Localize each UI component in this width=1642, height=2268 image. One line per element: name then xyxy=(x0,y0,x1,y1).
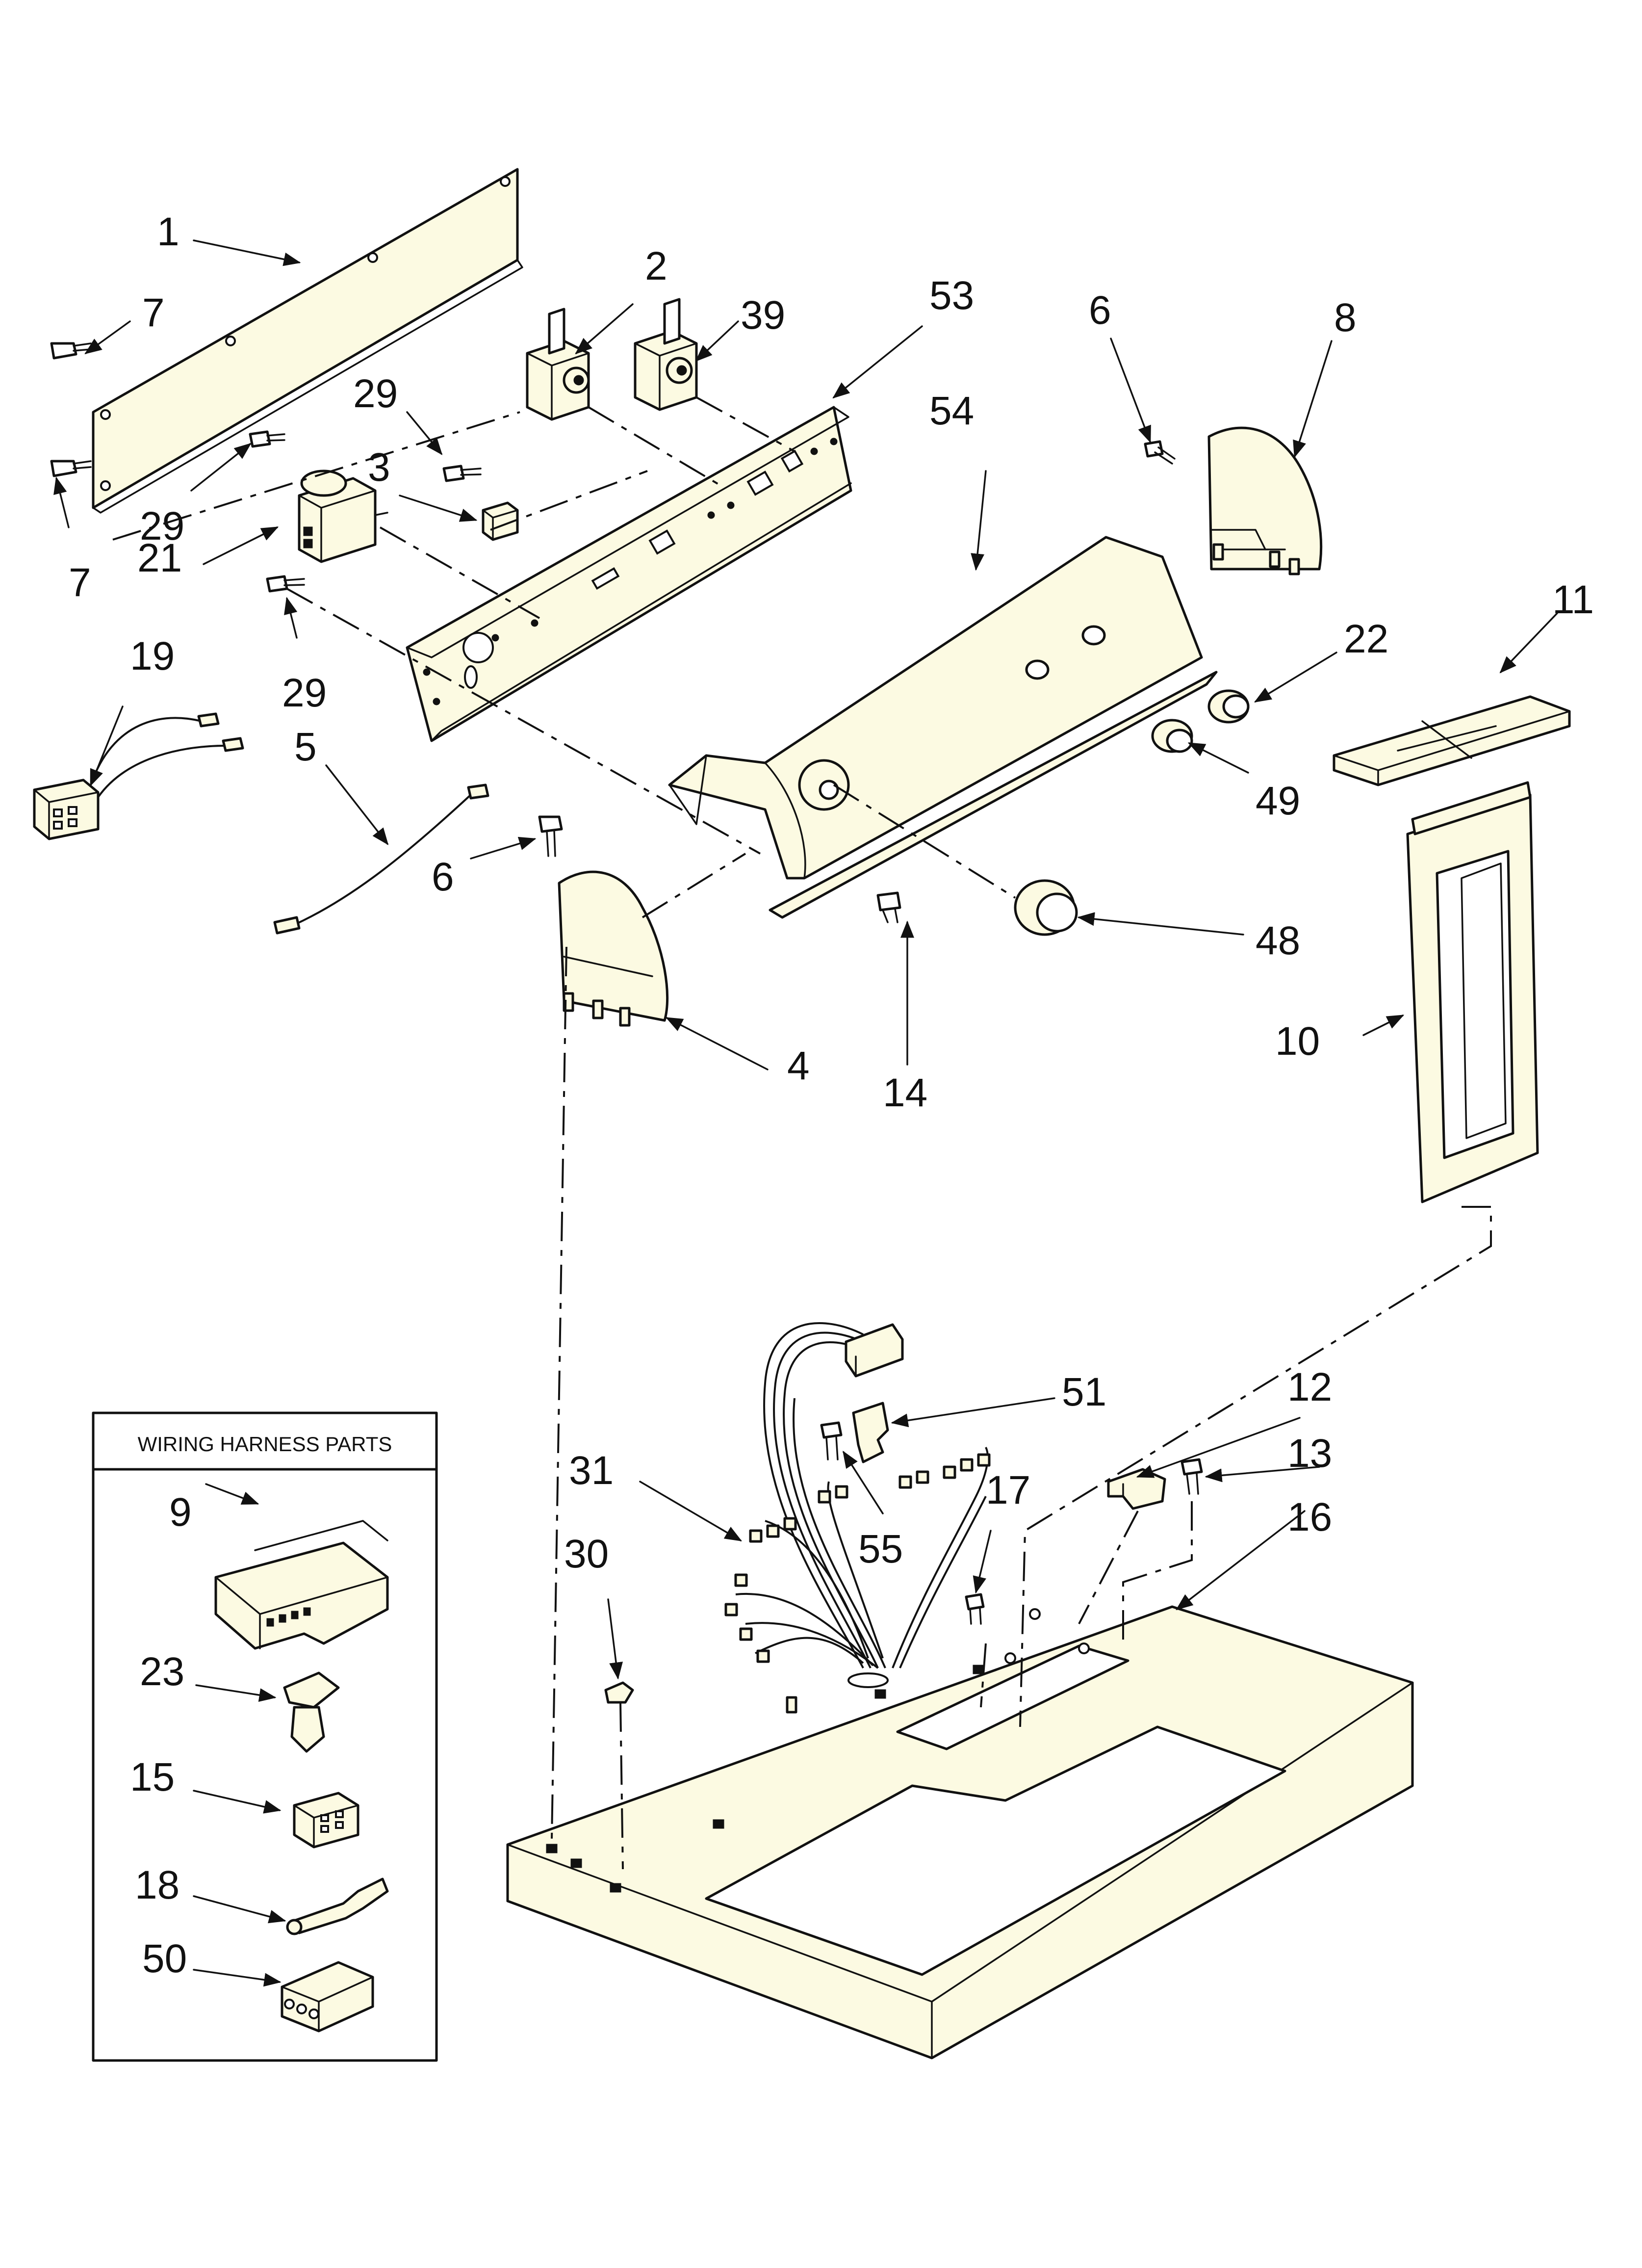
part-11-filter-cover xyxy=(1333,695,1571,786)
label-part-48: 48 xyxy=(1256,918,1300,963)
label-part-39: 39 xyxy=(741,293,785,338)
label-part-19: 19 xyxy=(130,634,175,678)
label-part-18: 18 xyxy=(135,1863,180,1907)
part-29-screw xyxy=(266,575,305,593)
label-part-21: 21 xyxy=(137,536,182,580)
part-6-screw xyxy=(538,815,563,857)
part-48-knob xyxy=(1014,879,1078,936)
label-part-50: 50 xyxy=(142,1936,187,1981)
label-part-15: 15 xyxy=(130,1755,175,1799)
part-8-end-cap xyxy=(1207,426,1323,575)
part-7-screw xyxy=(50,342,92,360)
part-1-rear-panel xyxy=(92,168,523,514)
label-part-31: 31 xyxy=(569,1448,614,1493)
part-50-connector-block xyxy=(281,1961,374,2033)
part-4-end-cap xyxy=(558,870,669,1027)
label-part-7-bottom: 7 xyxy=(69,560,91,605)
part-29-screw xyxy=(442,465,482,482)
part-2-switch xyxy=(526,308,590,421)
part-15-plug xyxy=(293,1792,359,1849)
label-part-10: 10 xyxy=(1275,1019,1320,1064)
label-part-14: 14 xyxy=(883,1070,927,1115)
part-3-clip xyxy=(482,501,519,541)
part-5-wire xyxy=(273,783,489,935)
label-part-3: 3 xyxy=(368,445,390,490)
label-part-29-bottom: 29 xyxy=(282,671,327,715)
label-part-51: 51 xyxy=(1062,1370,1106,1414)
label-part-9: 9 xyxy=(169,1490,192,1535)
part-7-screw xyxy=(50,460,92,477)
part-54-console xyxy=(668,536,1218,919)
part-29-screw xyxy=(249,430,285,448)
part-53-control-bracket xyxy=(406,406,852,742)
label-part-22: 22 xyxy=(1344,617,1388,661)
label-part-8: 8 xyxy=(1334,295,1357,340)
part-9-connector-housing xyxy=(214,1520,389,1650)
part-55-screw xyxy=(820,1421,843,1460)
part-12-clip xyxy=(1107,1468,1166,1510)
label-part-55: 55 xyxy=(858,1527,903,1571)
label-part-53: 53 xyxy=(929,273,974,318)
part-21-switch xyxy=(298,469,388,563)
part-number-labels: 1 2 3 4 5 6 6 7 7 8 9 10 11 12 13 14 15 … xyxy=(69,209,1594,1981)
part-14-screw xyxy=(876,891,901,923)
label-part-23: 23 xyxy=(140,1649,184,1694)
part-31-main-harness xyxy=(724,1322,991,1714)
part-13-screw xyxy=(1180,1458,1203,1495)
part-30-clip xyxy=(604,1681,634,1704)
label-part-12: 12 xyxy=(1287,1365,1332,1409)
leader-arrows xyxy=(53,239,1558,1987)
label-part-2: 2 xyxy=(645,244,667,288)
label-part-29-left: 29 xyxy=(140,504,184,548)
wiring-harness-inset: WIRING HARNESS PARTS xyxy=(92,1411,438,2062)
part-23-clip xyxy=(283,1671,340,1753)
part-10-lint-filter xyxy=(1406,781,1539,1203)
label-part-6-top: 6 xyxy=(1089,288,1111,333)
label-part-1: 1 xyxy=(157,209,180,254)
label-part-30: 30 xyxy=(564,1532,609,1576)
part-18-terminal xyxy=(286,1877,389,1935)
part-39-switch xyxy=(634,298,698,411)
label-part-54: 54 xyxy=(929,389,974,433)
part-19-harness xyxy=(33,712,244,840)
assembly-lines xyxy=(112,396,1492,1870)
label-part-13: 13 xyxy=(1287,1431,1332,1476)
label-part-6-bottom: 6 xyxy=(432,855,454,899)
part-17-screw xyxy=(965,1593,985,1625)
inset-title: WIRING HARNESS PARTS xyxy=(138,1433,392,1456)
part-22-knob xyxy=(1207,689,1250,724)
part-49-knob xyxy=(1151,719,1193,753)
part-51-bracket xyxy=(852,1402,889,1463)
label-part-16: 16 xyxy=(1287,1495,1332,1539)
label-part-17: 17 xyxy=(986,1468,1030,1512)
label-part-29-top: 29 xyxy=(353,371,398,416)
label-part-4: 4 xyxy=(787,1043,810,1088)
part-16-top-panel xyxy=(506,1605,1414,2059)
part-6-screw xyxy=(1144,440,1176,465)
label-part-49: 49 xyxy=(1256,779,1300,823)
label-part-5: 5 xyxy=(294,725,317,769)
label-part-11: 11 xyxy=(1552,577,1594,622)
label-part-7-top: 7 xyxy=(142,290,165,335)
